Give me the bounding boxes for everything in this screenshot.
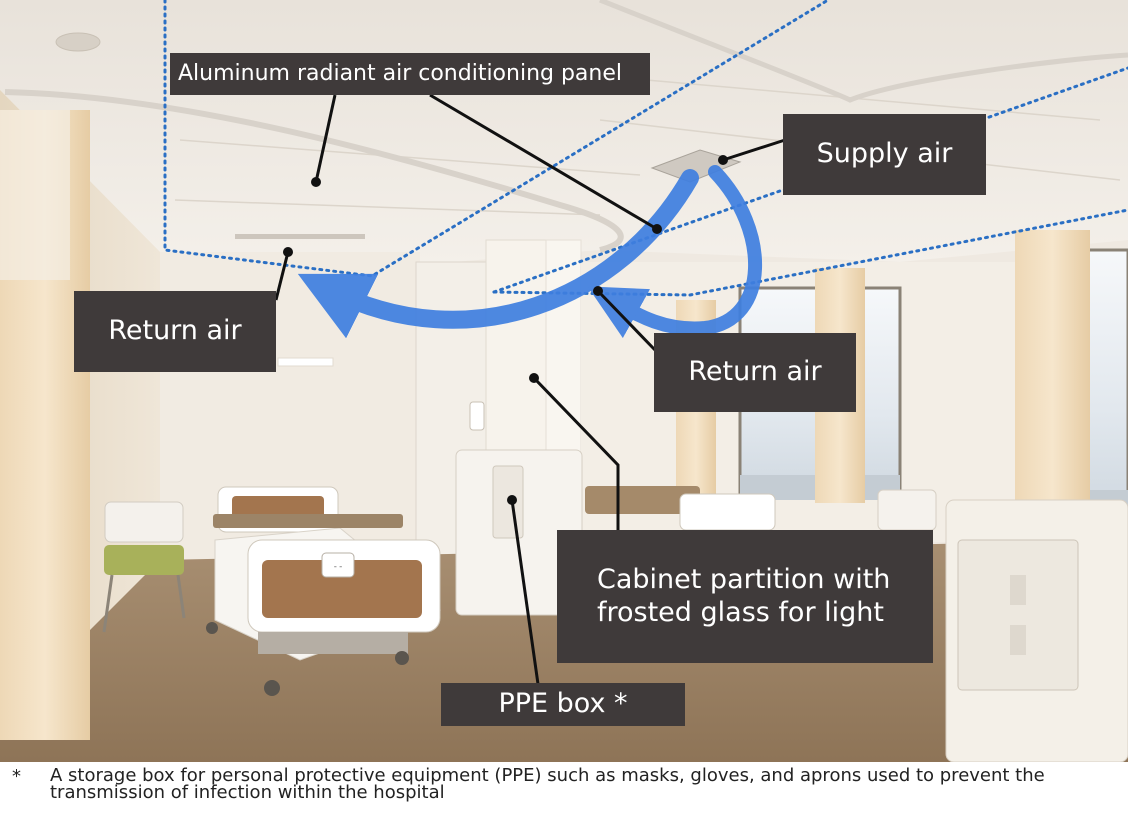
foreground-cabinet-door: [957, 539, 1079, 691]
footnote-marker: *: [12, 766, 21, 787]
wall-light: [277, 357, 334, 367]
return-air-grille: [235, 234, 365, 239]
label-return-air-right-text: Return air: [688, 356, 822, 388]
frosted-glass-panel-right: [545, 239, 582, 471]
bed-monitor-display: --: [333, 562, 344, 572]
background-bed-rail: [679, 493, 776, 531]
label-radiant-panel-text: Aluminum radiant air conditioning panel: [178, 60, 623, 86]
label-radiant-panel: Aluminum radiant air conditioning panel: [170, 53, 650, 95]
window-curtain-right: [1015, 230, 1090, 520]
foreground-cabinet-slot-top: [1010, 575, 1026, 605]
footnote-text: A storage box for personal protective eq…: [50, 765, 1045, 803]
footnote: * A storage box for personal protective …: [0, 762, 1128, 816]
label-ppe-box: PPE box *: [441, 683, 685, 726]
label-ppe-box-text: PPE box *: [498, 688, 628, 720]
label-return-air-right: Return air: [654, 333, 856, 412]
frosted-glass-panel: [485, 239, 547, 461]
foreground-cabinet-slot-bottom: [1010, 625, 1026, 655]
bed-side-rail-panel: [262, 560, 422, 618]
label-return-air-left-text: Return air: [108, 315, 242, 347]
bed-frame-base: [258, 632, 408, 654]
label-supply-air: Supply air: [783, 114, 986, 195]
label-return-air-left: Return air: [74, 291, 276, 372]
label-cabinet-partition: Cabinet partition with frosted glass for…: [557, 530, 933, 663]
ppe-box-slot: [492, 465, 524, 539]
overbed-table: [213, 514, 403, 528]
label-cabinet-partition-line1: Cabinet partition with: [597, 564, 891, 596]
bed-wheels: [206, 622, 409, 696]
chair-back: [104, 501, 184, 543]
chair-legs: [102, 574, 186, 633]
bed-control-monitor: [321, 552, 355, 578]
background-chair: [877, 489, 937, 531]
label-cabinet-partition-line2: frosted glass for light: [597, 596, 884, 628]
ceiling-downlight: [55, 32, 101, 52]
label-supply-air-text: Supply air: [816, 138, 953, 170]
hand-sanitizer-dispenser: [469, 401, 485, 431]
chair-seat: [104, 545, 184, 575]
curtain-mesh-left: [0, 110, 70, 280]
